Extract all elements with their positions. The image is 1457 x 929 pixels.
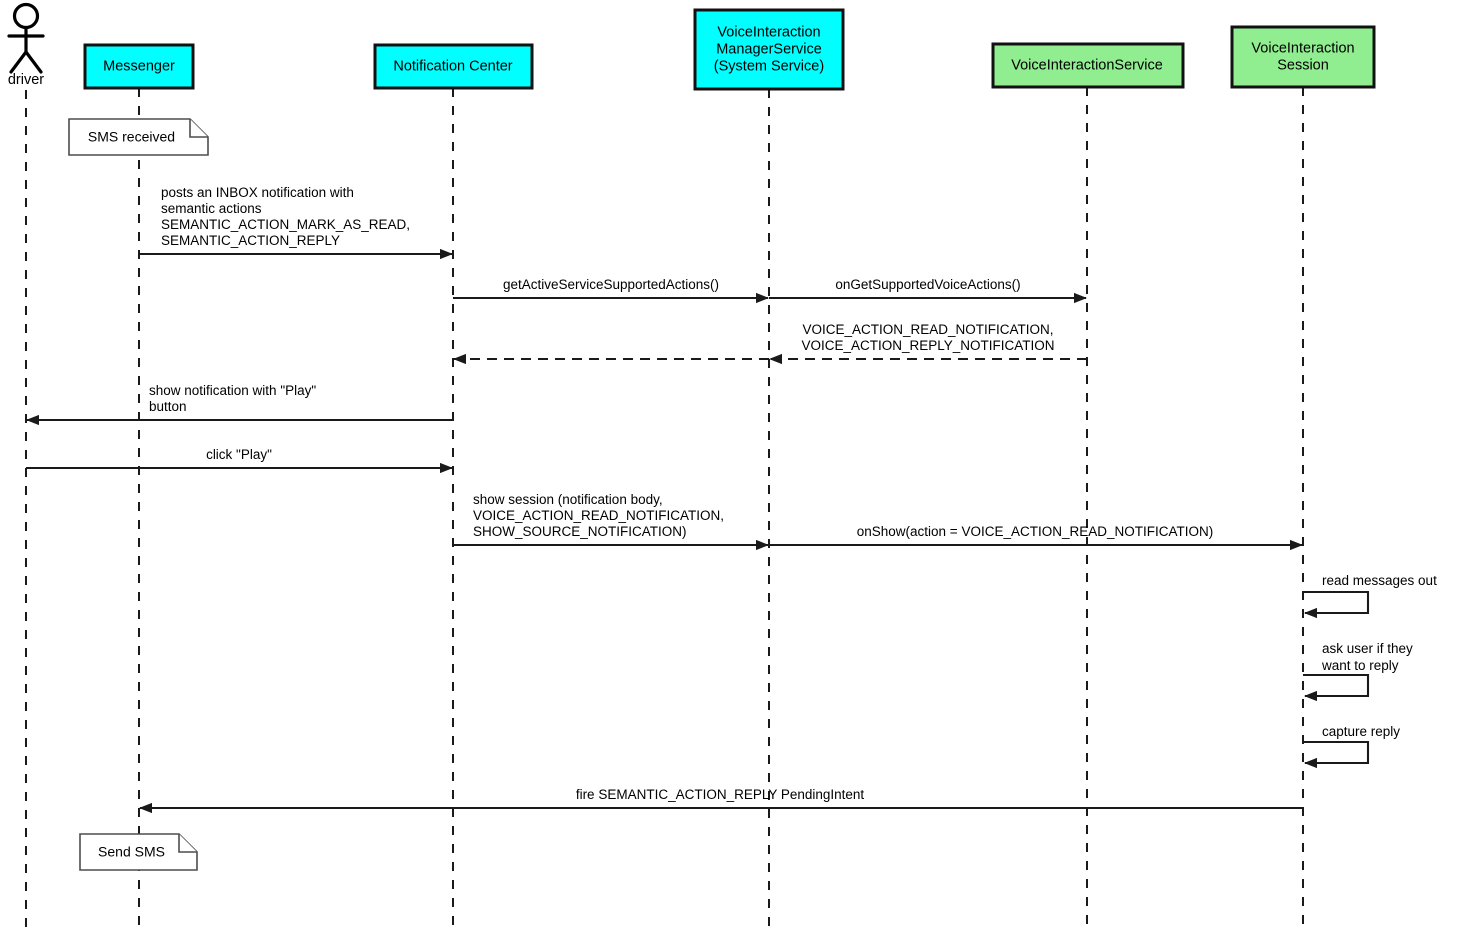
- participant-notification-center[interactable]: Notification Center: [373, 43, 534, 90]
- msg-post-notification[interactable]: posts an INBOX notification withsemantic…: [139, 185, 453, 260]
- msg-get-active-service-supported-actions[interactable]: getActiveServiceSupportedActions(): [453, 277, 769, 304]
- participant-label-voice-interaction-session: Session: [1277, 57, 1329, 73]
- participant-label-vims: (System Service): [714, 58, 824, 74]
- participant-messenger[interactable]: Messenger: [83, 43, 195, 90]
- actors-layer: driver: [7, 2, 45, 89]
- self-messages-layer: read messages out ask user if they want to…: [1303, 573, 1437, 769]
- note-sms-received[interactable]: SMS received: [68, 118, 209, 156]
- msg-show-session-label: show session (notification body,: [473, 492, 663, 507]
- lifelines-layer: [25, 87, 1304, 929]
- self-read-messages-out[interactable]: read messages out: [1303, 573, 1437, 619]
- participants-layer: Messenger Notification Center VoiceInterac…: [83, 8, 1376, 91]
- self-capture-reply[interactable]: capture reply: [1303, 724, 1400, 769]
- msg-post-notification-label: posts an INBOX notification with: [161, 185, 354, 200]
- actor-label-driver: driver: [8, 72, 44, 88]
- msg-show-notification-play[interactable]: show notification with "Play"button: [26, 383, 453, 426]
- self-ask-user-reply-path: [1303, 673, 1370, 702]
- self-read-messages-out-label: read messages out: [1322, 573, 1437, 588]
- msg-return-voice-actions-to-vims-label: VOICE_ACTION_READ_NOTIFICATION,: [802, 322, 1053, 337]
- msg-on-show[interactable]: onShow(action = VOICE_ACTION_READ_NOTIFI…: [769, 524, 1303, 551]
- note-send-sms-label: Send SMS: [98, 844, 165, 860]
- self-capture-reply-label: capture reply: [1322, 724, 1400, 739]
- participant-label-vims: ManagerService: [716, 41, 822, 57]
- msg-on-get-supported-voice-actions[interactable]: onGetSupportedVoiceActions(): [769, 277, 1087, 304]
- note-sms-received-label: SMS received: [88, 129, 175, 145]
- msg-on-show-label: onShow(action = VOICE_ACTION_READ_NOTIFI…: [857, 524, 1213, 539]
- note-send-sms[interactable]: Send SMS: [79, 833, 198, 871]
- msg-on-get-supported-voice-actions-label: onGetSupportedVoiceActions(): [835, 277, 1020, 292]
- actor-driver[interactable]: driver: [7, 2, 45, 89]
- msg-post-notification-label: semantic actions: [161, 201, 262, 216]
- msg-get-active-service-supported-actions-label: getActiveServiceSupportedActions(): [503, 277, 719, 292]
- self-capture-reply-path: [1303, 740, 1370, 769]
- participant-label-messenger: Messenger: [103, 58, 175, 74]
- msg-post-notification-label: SEMANTIC_ACTION_REPLY: [161, 233, 340, 248]
- msg-show-notification-play-label: button: [149, 399, 187, 414]
- msg-show-notification-play-label: show notification with "Play": [149, 383, 316, 398]
- msg-fire-reply-pending-intent-label: fire SEMANTIC_ACTION_REPLY PendingIntent: [576, 787, 865, 802]
- msg-show-session-label: VOICE_ACTION_READ_NOTIFICATION,: [473, 508, 724, 523]
- msg-click-play-label: click "Play": [206, 447, 272, 462]
- msg-show-session-label: SHOW_SOURCE_NOTIFICATION): [473, 524, 687, 539]
- self-ask-user-reply-label: ask user if they: [1322, 641, 1413, 656]
- participant-label-voice-interaction-session: VoiceInteraction: [1251, 40, 1354, 56]
- msg-return-voice-actions-to-vims-label: VOICE_ACTION_REPLY_NOTIFICATION: [801, 338, 1054, 353]
- msg-return-voice-actions-to-vims[interactable]: VOICE_ACTION_READ_NOTIFICATION,VOICE_ACT…: [769, 322, 1087, 365]
- self-ask-user-reply-label: want to reply: [1321, 658, 1399, 673]
- participant-label-vims: VoiceInteraction: [717, 24, 820, 40]
- participant-label-notification-center: Notification Center: [393, 58, 512, 74]
- self-read-messages-out-path: [1303, 590, 1370, 619]
- participant-voice-interaction-service[interactable]: VoiceInteractionService: [991, 42, 1185, 89]
- messages-layer: posts an INBOX notification withsemantic…: [26, 185, 1303, 814]
- self-ask-user-reply[interactable]: ask user if they want to reply: [1303, 641, 1413, 702]
- msg-click-play[interactable]: click "Play": [26, 447, 453, 474]
- msg-show-session[interactable]: show session (notification body,VOICE_AC…: [453, 492, 769, 551]
- msg-post-notification-label: SEMANTIC_ACTION_MARK_AS_READ,: [161, 217, 410, 232]
- msg-fire-reply-pending-intent[interactable]: fire SEMANTIC_ACTION_REPLY PendingIntent: [139, 787, 1303, 814]
- participant-label-voice-interaction-service: VoiceInteractionService: [1011, 57, 1163, 73]
